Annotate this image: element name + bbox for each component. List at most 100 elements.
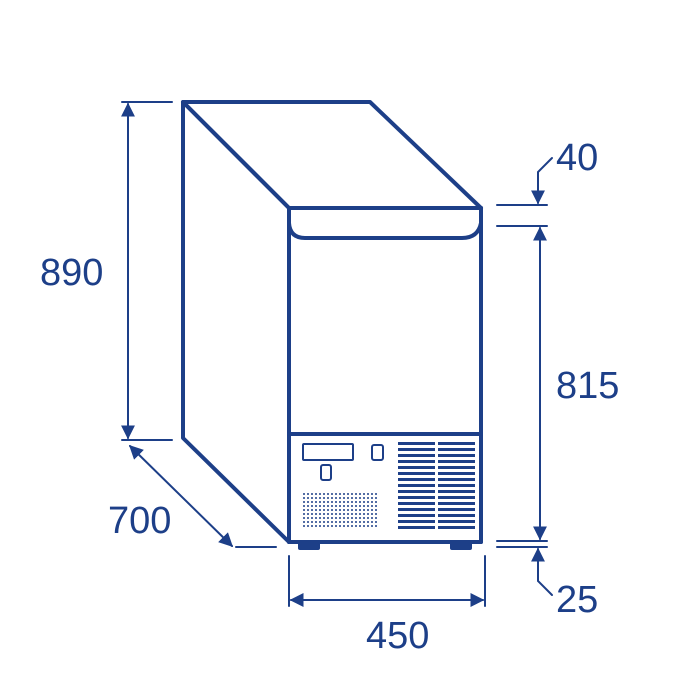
lid-leader — [531, 157, 553, 205]
vent-dot — [303, 493, 305, 495]
grille-slat — [398, 466, 435, 469]
vent-dot — [359, 501, 361, 503]
grille-slat — [438, 496, 475, 499]
side-panel — [181, 100, 291, 544]
label-total-height: 890 — [40, 252, 103, 294]
vent-dot — [347, 493, 349, 495]
grille-slat — [438, 520, 475, 523]
grille-slat — [398, 508, 435, 511]
vent-dot — [311, 517, 313, 519]
vent-dot — [319, 525, 321, 527]
vent-dot — [307, 513, 309, 515]
vent-dot — [307, 525, 309, 527]
grille-slat — [398, 526, 435, 529]
vent-dot — [339, 493, 341, 495]
vent-dot — [311, 493, 313, 495]
vent-dot — [355, 513, 357, 515]
vent-dot — [351, 517, 353, 519]
vent-dot — [303, 497, 305, 499]
vent-dot — [371, 525, 373, 527]
vent-dot — [323, 505, 325, 507]
vent-dot — [331, 509, 333, 511]
vent-dot — [303, 521, 305, 523]
vent-dot — [331, 513, 333, 515]
vent-dot — [339, 497, 341, 499]
vent-dot — [331, 525, 333, 527]
vent-dot — [363, 509, 365, 511]
vent-dot — [335, 525, 337, 527]
grille-slat — [398, 460, 435, 463]
grille-slat — [438, 490, 475, 493]
vent-dot — [319, 493, 321, 495]
vent-dot — [343, 517, 345, 519]
vent-dot — [359, 493, 361, 495]
vent-dot — [307, 509, 309, 511]
grille-slat — [398, 520, 435, 523]
grille-slat — [398, 490, 435, 493]
vent-dot — [335, 513, 337, 515]
vent-dot — [323, 493, 325, 495]
vent-dot — [327, 497, 329, 499]
vent-dot — [303, 501, 305, 503]
vent-dot — [307, 505, 309, 507]
vent-dot — [327, 505, 329, 507]
vent-dot — [359, 505, 361, 507]
vent-dot — [371, 493, 373, 495]
vent-dot — [347, 513, 349, 515]
vent-dot — [315, 521, 317, 523]
appliance-outline — [181, 100, 483, 550]
vent-dot — [335, 493, 337, 495]
vent-dot — [323, 525, 325, 527]
vent-dot — [343, 509, 345, 511]
vent-dot — [343, 505, 345, 507]
vent-dot — [343, 525, 345, 527]
vent-dot — [303, 517, 305, 519]
vent-dot — [367, 497, 369, 499]
vent-dot — [335, 497, 337, 499]
grille-slat — [438, 508, 475, 511]
vent-dot — [307, 517, 309, 519]
label-width: 450 — [366, 615, 429, 657]
vent-dot — [363, 493, 365, 495]
vent-dot — [335, 517, 337, 519]
vent-dot — [351, 505, 353, 507]
grille-slat — [438, 484, 475, 487]
vent-dot — [307, 521, 309, 523]
vent-dot — [371, 513, 373, 515]
label-body-height: 815 — [556, 365, 619, 407]
vent-dot — [331, 505, 333, 507]
vent-dot — [359, 509, 361, 511]
vent-dot — [335, 509, 337, 511]
vent-dot — [315, 513, 317, 515]
grille-slat — [398, 514, 435, 517]
vent-dot — [375, 493, 377, 495]
grille-slat — [438, 448, 475, 451]
label-feet-height: 25 — [556, 579, 598, 621]
vent-dot — [359, 525, 361, 527]
vent-dot — [319, 509, 321, 511]
vent-dot — [331, 497, 333, 499]
vent-dot — [307, 497, 309, 499]
vent-dot — [359, 513, 361, 515]
grille-slat — [398, 478, 435, 481]
vent-dot — [339, 521, 341, 523]
vent-dot — [303, 513, 305, 515]
vent-dot — [315, 493, 317, 495]
vent-dot — [375, 497, 377, 499]
vent-dot — [327, 525, 329, 527]
vent-dot — [327, 513, 329, 515]
vent-dot — [343, 497, 345, 499]
vent-dot — [335, 521, 337, 523]
vent-dot — [355, 497, 357, 499]
vent-dot — [363, 497, 365, 499]
vent-dot — [363, 501, 365, 503]
vent-dot — [355, 525, 357, 527]
vent-dot — [339, 517, 341, 519]
vent-dot — [347, 505, 349, 507]
vent-dot — [359, 497, 361, 499]
vent-dot — [351, 501, 353, 503]
vent-dot — [331, 517, 333, 519]
grille-slat — [398, 448, 435, 451]
vent-dot — [347, 525, 349, 527]
vent-dot — [371, 505, 373, 507]
